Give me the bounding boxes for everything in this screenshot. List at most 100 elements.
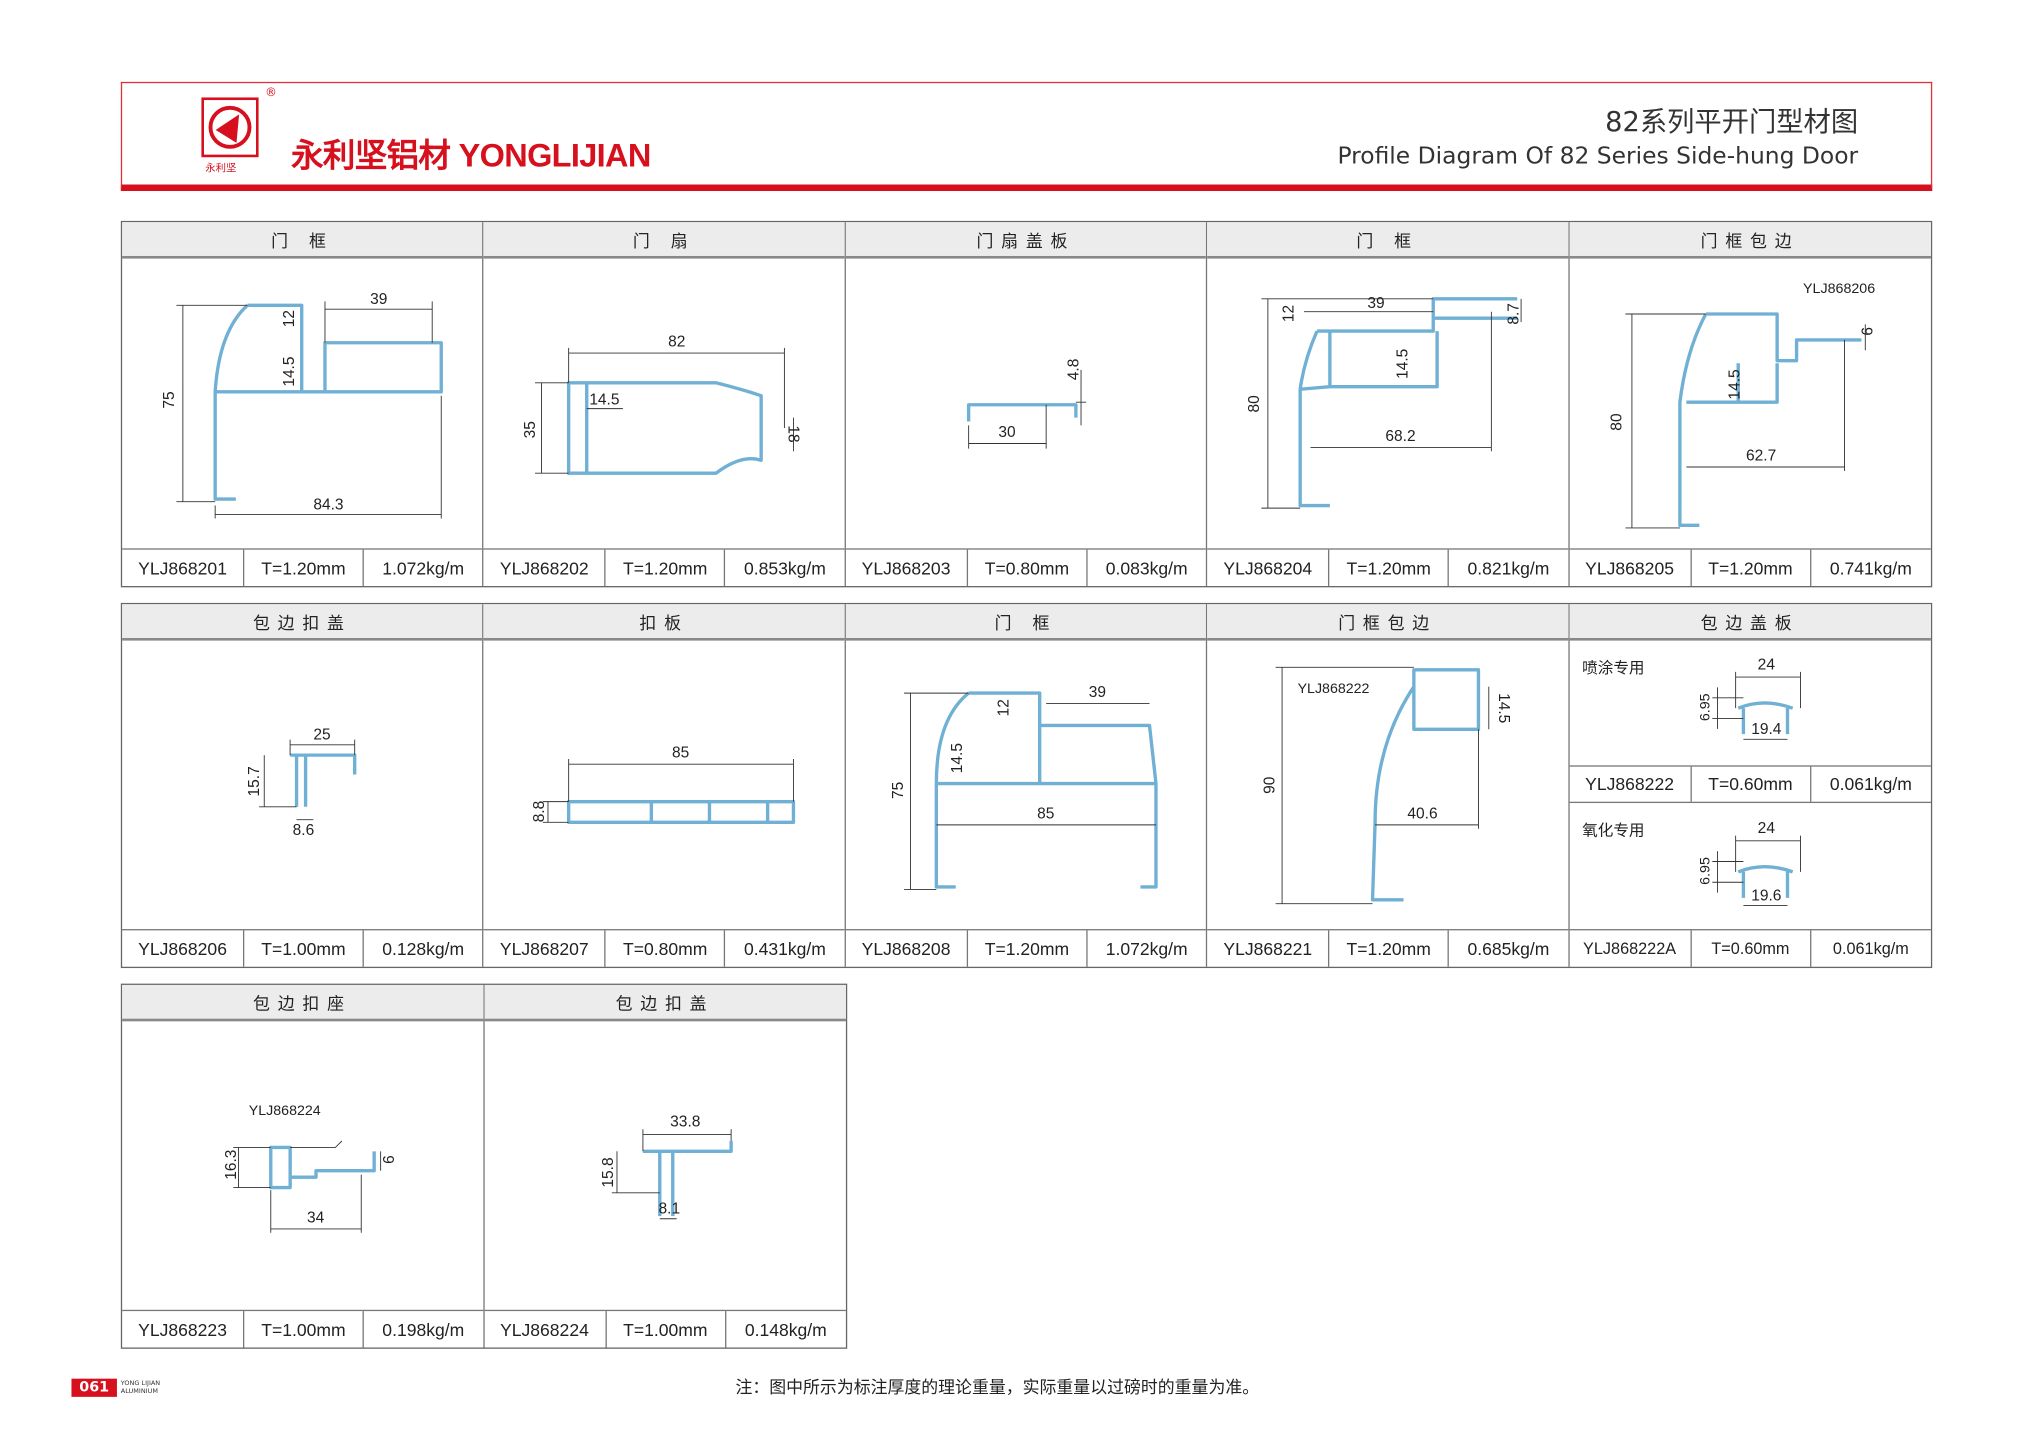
dimension-label: 9 xyxy=(1857,327,1874,336)
profile-weight: 1.072kg/m xyxy=(1105,938,1188,959)
dimension-label: 8.1 xyxy=(658,1201,680,1218)
dimension-label: 18 xyxy=(785,425,802,442)
dimension-label: 33.8 xyxy=(670,1114,700,1131)
profile-drawing: 80 39 12 8.7 14.5 68.2 xyxy=(1246,295,1523,509)
profile-drawing: YLJ868224 16.3 9 34 xyxy=(223,1103,396,1233)
dimension-label: 14.5 xyxy=(1495,693,1512,723)
profile-title: 扣板 xyxy=(483,604,845,641)
profile-title: 门框包边 xyxy=(1207,604,1568,641)
page-brand-line-1: YONG LIJIAN xyxy=(120,1379,161,1388)
profile-thickness: T=0.80mm xyxy=(968,549,1088,587)
dimension-label: 12 xyxy=(281,310,298,327)
dimension-label: 85 xyxy=(1037,805,1054,822)
profile-drawing: 90 YLJ868222 14.5 40.6 xyxy=(1262,666,1512,905)
profile-drawing: 24 6.95 19.6 xyxy=(1697,820,1801,907)
profile-drawing: 33.8 15.8 8.1 xyxy=(599,1114,733,1220)
profile-weight: 0.083kg/m xyxy=(1105,558,1188,578)
profile-weight: 0.061kg/m xyxy=(1832,939,1909,958)
dimension-label: 24 xyxy=(1757,820,1775,837)
profile-thickness: T=1.00mm xyxy=(606,1311,726,1348)
dimension-label: 12 xyxy=(1281,305,1298,322)
profile-weight: 0.821kg/m xyxy=(1467,558,1550,578)
profile-weight: 0.148kg/m xyxy=(744,1319,827,1340)
dimension-label: 16.3 xyxy=(223,1150,240,1180)
profile-code: YLJ868223 xyxy=(122,1311,245,1348)
dimension-label: 40.6 xyxy=(1408,805,1438,822)
brand-logo: 永利坚 xyxy=(201,97,259,175)
profile-thickness: T=1.00mm xyxy=(244,930,364,967)
dimension-label: YLJ868222 xyxy=(1298,681,1370,697)
profile-thickness: T=0.60mm xyxy=(1691,766,1811,802)
profile-weight: 0.685kg/m xyxy=(1467,938,1550,959)
profile-drawing: 80 YLJ868206 9 14.5 62.7 xyxy=(1608,281,1875,529)
profile-thickness: T=1.20mm xyxy=(968,930,1088,967)
page-number: 061 xyxy=(71,1378,117,1397)
profile-title: 包边扣盖 xyxy=(484,984,846,1022)
dimension-label: 19.6 xyxy=(1751,887,1781,904)
profile-code: YLJ868201 xyxy=(122,549,245,587)
dimension-label: 75 xyxy=(889,782,906,799)
profile-weight: 0.128kg/m xyxy=(382,938,465,959)
dimension-label: 85 xyxy=(673,745,690,762)
dimension-label: 8.8 xyxy=(532,801,549,823)
dimension-label: 6.95 xyxy=(1697,857,1713,885)
dimension-label: 80 xyxy=(1246,395,1263,413)
profile-code: YLJ868208 xyxy=(846,930,968,967)
profile-thickness: T=1.20mm xyxy=(244,549,364,587)
profile-weight: 0.198kg/m xyxy=(382,1319,465,1340)
profile-thickness: T=1.20mm xyxy=(606,549,726,587)
dimension-label: 34 xyxy=(307,1209,325,1226)
profile-thickness: T=1.20mm xyxy=(1691,549,1811,587)
profile-code: YLJ868205 xyxy=(1569,549,1692,587)
profile-thickness: T=1.00mm xyxy=(244,1311,364,1348)
dimension-label: 8.6 xyxy=(293,822,315,839)
profile-drawing: 25 15.7 8.6 xyxy=(246,727,357,839)
profile-thickness: T=1.20mm xyxy=(1330,549,1450,587)
profile-weight: 1.072kg/m xyxy=(382,558,465,578)
dimension-label: 80 xyxy=(1608,413,1625,431)
variant-label: 氧化专用 xyxy=(1582,821,1645,840)
dimension-label: 39 xyxy=(1089,684,1106,701)
profile-code: YLJ868221 xyxy=(1207,930,1330,967)
registered-mark: ® xyxy=(265,87,277,101)
profile-thickness: T=0.80mm xyxy=(606,930,726,967)
dimension-label: 25 xyxy=(313,727,330,744)
dimension-label: 14.5 xyxy=(590,392,620,409)
profile-title: 门扇盖板 xyxy=(845,222,1207,259)
page-title-cn: 82系列平开门型材图 xyxy=(1605,106,1859,138)
dimension-label: 90 xyxy=(1262,776,1279,794)
profile-weight: 0.741kg/m xyxy=(1829,558,1912,578)
dimension-label: 4.8 xyxy=(1065,359,1082,381)
dimension-label: 12 xyxy=(995,699,1012,716)
dimension-label: 39 xyxy=(1368,295,1385,312)
profile-drawing: 75 85 39 12 14.5 xyxy=(889,684,1158,890)
dimension-label: 75 xyxy=(161,391,178,408)
dimension-label: 6.95 xyxy=(1697,693,1713,721)
profile-title: 门 框 xyxy=(1207,222,1568,259)
dimension-label: 15.7 xyxy=(246,766,263,796)
profile-drawing: 85 8.8 xyxy=(532,745,796,824)
profile-code: YLJ868202 xyxy=(484,549,607,587)
dimension-label: 19.4 xyxy=(1751,721,1782,738)
page-brand-line-2: ALUMINIUM xyxy=(120,1387,158,1396)
dimension-label: 14.5 xyxy=(1395,349,1412,379)
dimension-label: YLJ868206 xyxy=(1803,281,1875,297)
dimension-label: 永利坚 xyxy=(205,162,236,175)
dimension-label: 8.7 xyxy=(1506,303,1523,325)
dimension-label: 62.7 xyxy=(1745,448,1775,465)
dimension-label: 84.3 xyxy=(313,496,343,513)
profile-thickness: T=1.20mm xyxy=(1330,930,1450,967)
profile-code: YLJ868222 xyxy=(1569,766,1692,802)
profile-weight: 0.853kg/m xyxy=(743,558,826,578)
profile-code: YLJ868206 xyxy=(122,930,245,967)
